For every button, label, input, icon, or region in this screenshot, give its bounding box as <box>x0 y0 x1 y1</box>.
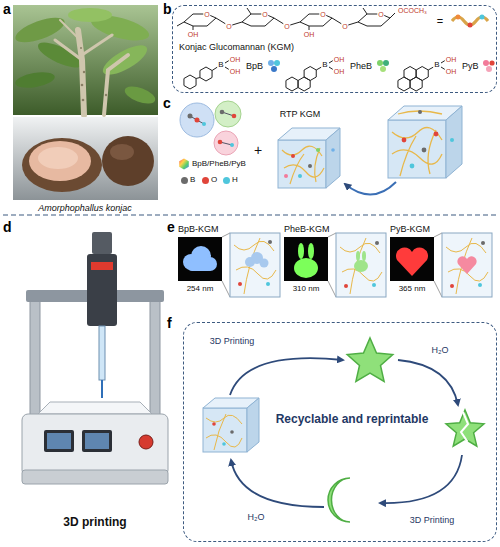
sample-label: PyB-KGM <box>390 225 430 234</box>
atom-label: OCOCH₃ <box>397 7 428 14</box>
device-label: 3D printing <box>63 516 126 528</box>
step-label: H₂O <box>432 346 449 355</box>
pyb-icon <box>483 60 495 72</box>
legend-text: H <box>232 176 238 184</box>
legend-text: O <box>211 176 217 184</box>
pheb-kgm-photo <box>284 233 386 297</box>
plus-sign: + <box>254 143 262 157</box>
transform-arrow <box>345 182 396 195</box>
atom-label: O <box>341 23 348 30</box>
legend-swatch <box>202 177 209 184</box>
corm <box>102 136 154 186</box>
broken-star <box>446 410 484 446</box>
corm-cut-face <box>29 141 91 181</box>
pyb-kgm-photo <box>390 233 492 297</box>
atom-label: OH <box>445 56 458 63</box>
kgm-network-cube <box>388 106 462 178</box>
plant-stems <box>55 20 128 115</box>
atom-label: OH <box>303 31 316 38</box>
bpb-bubble <box>180 103 214 137</box>
atom-label: OH <box>229 56 242 63</box>
bubble-molecules <box>188 110 237 147</box>
pyb-bubble <box>214 131 238 155</box>
panel-frame: Konjac Glucomannan (KGM) <box>172 5 497 93</box>
compound-name: PyB <box>462 62 479 71</box>
atom-label: OH <box>187 31 200 38</box>
atom-label: O <box>377 11 384 18</box>
printed-moon <box>328 478 350 522</box>
panel-letter: c <box>163 96 171 110</box>
step-label: H₂O <box>248 513 265 522</box>
sample-label: BpB-KGM <box>178 225 219 234</box>
plant-photo <box>13 5 158 115</box>
kgm-chain-icon <box>452 15 488 28</box>
wavelength-label: 365 nm <box>399 285 426 293</box>
step-label: 3D Printing <box>210 337 255 346</box>
legend-text: BpB/PheB/PyB <box>192 160 246 168</box>
pyb-structure <box>398 61 445 92</box>
printer-illustration <box>22 232 168 484</box>
legend-hexagon <box>179 159 189 170</box>
panel-letter: a <box>3 2 11 16</box>
panel-letter: f <box>167 316 172 330</box>
pheb-bubble <box>215 101 241 127</box>
rtp-kgm-cube <box>278 128 340 188</box>
bpb-kgm-photo <box>178 233 280 297</box>
atom-label: O <box>319 11 326 18</box>
equals-sign: = <box>437 16 443 27</box>
wavelength-label: 310 nm <box>293 285 320 293</box>
stem-spots <box>80 47 107 101</box>
wavelength-label: 254 nm <box>187 285 214 293</box>
cycle-arrows <box>230 358 462 507</box>
atom-label: OH <box>333 68 346 75</box>
panel-letter: d <box>3 220 12 234</box>
corm-cut-face <box>38 147 78 169</box>
cycle-title: Recyclable and reprintable <box>263 413 441 427</box>
photo-caption: Amorphophallus konjac <box>38 204 132 213</box>
panel-letter: e <box>167 220 175 234</box>
section-divider <box>3 214 497 215</box>
sample-label: PheB-KGM <box>284 225 330 234</box>
atom-label: O <box>203 11 210 18</box>
legend-swatch <box>223 177 230 184</box>
step-label: 3D Printing <box>410 516 455 525</box>
pheb-structure <box>286 61 333 92</box>
atom-label: B <box>321 61 328 69</box>
atom-label: O <box>261 11 268 18</box>
atom-label: OH <box>229 68 242 75</box>
structure-caption: Konjac Glucomannan (KGM) <box>179 42 294 52</box>
atom-label: B <box>433 61 440 69</box>
atom-label: O <box>225 23 232 30</box>
atom-label: B <box>217 61 224 69</box>
bpb-icon <box>268 60 280 72</box>
printed-star <box>347 338 393 381</box>
material-label: RTP KGM <box>280 110 321 119</box>
panel-frame: Recyclable and reprintable <box>183 322 497 542</box>
panel-letter: b <box>163 2 172 16</box>
legend-text: B <box>190 176 195 184</box>
atom-label: OH <box>333 56 346 63</box>
corm-highlight <box>110 144 134 160</box>
atom-label: OH <box>445 68 458 75</box>
compound-name: BpB <box>246 62 263 71</box>
legend-swatch <box>181 177 188 184</box>
kgm-structure <box>177 8 395 30</box>
hydrogel-cube <box>203 398 259 452</box>
corm-photo <box>13 117 158 200</box>
corm <box>22 138 102 192</box>
bpb-structure <box>184 61 229 90</box>
pheb-icon <box>377 60 389 72</box>
atom-label: O <box>283 23 290 30</box>
compound-name: PheB <box>350 62 372 71</box>
